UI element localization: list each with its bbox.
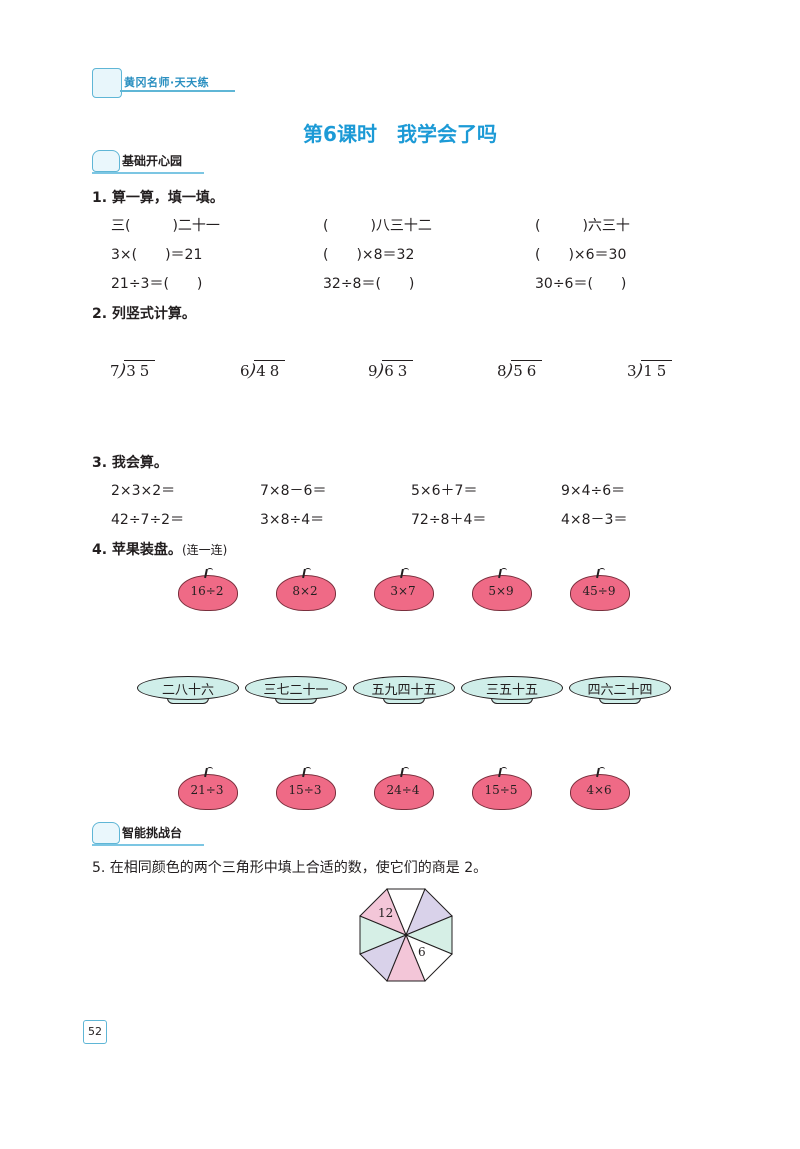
q3-cell: 7×8－6＝ — [260, 483, 327, 499]
plate[interactable]: 三五十五 — [461, 676, 563, 704]
q1-cell: ( )六三十 — [535, 218, 630, 234]
apple-label: 24÷4 — [386, 783, 420, 797]
plate[interactable]: 二八十六 — [137, 676, 239, 704]
apple-label: 4×6 — [586, 783, 612, 797]
apple-label: 15÷5 — [484, 783, 518, 797]
apple[interactable]: 15÷5 — [472, 767, 532, 810]
q1-cell: ( )×8＝32 — [323, 247, 415, 263]
q3-label: 3. 我会算。 — [92, 455, 168, 471]
plate-label: 三七二十一 — [263, 683, 329, 698]
section-challenge-label: 智能挑战台 — [122, 826, 183, 840]
octagon-number: 12 — [378, 906, 393, 920]
long-division: 8)56 — [497, 360, 543, 381]
long-division: 7)35 — [110, 360, 156, 381]
apple-label: 45÷9 — [582, 584, 616, 598]
apple-label: 16÷2 — [190, 584, 224, 598]
page-title: 第6课时 我学会了吗 — [303, 122, 497, 146]
plate[interactable]: 四六二十四 — [569, 676, 671, 704]
octagon-number: 6 — [418, 945, 426, 959]
brand-underline — [120, 90, 235, 92]
apple-label: 8×2 — [292, 584, 318, 598]
dividend: 15 — [641, 360, 673, 380]
plate[interactable]: 三七二十一 — [245, 676, 347, 704]
dividend: 63 — [382, 360, 414, 380]
plate[interactable]: 五九四十五 — [353, 676, 455, 704]
q5-label: 5. 在相同颜色的两个三角形中填上合适的数，使它们的商是 2。 — [92, 860, 488, 876]
q3-cell: 72÷8＋4＝ — [411, 512, 487, 528]
brand-text: 黄冈名师·天天练 — [124, 76, 210, 89]
section-basic-label: 基础开心园 — [122, 154, 183, 168]
apple-label: 3×7 — [390, 584, 416, 598]
long-division: 3)15 — [627, 360, 673, 381]
q1-cell: 32÷8＝( ) — [323, 276, 415, 292]
q1-cell: ( )×6＝30 — [535, 247, 627, 263]
q3-cell: 2×3×2＝ — [111, 483, 176, 499]
plate-label: 四六二十四 — [587, 683, 653, 698]
q2-label: 2. 列竖式计算。 — [92, 306, 196, 322]
octagon-diagram: 12 6 — [359, 888, 453, 982]
apple[interactable]: 24÷4 — [374, 767, 434, 810]
page-number: 52 — [83, 1020, 107, 1044]
divisor: 8 — [497, 362, 507, 380]
apple[interactable]: 45÷9 — [570, 568, 630, 611]
q1-label: 1. 算一算，填一填。 — [92, 190, 224, 206]
plate-label: 三五十五 — [485, 683, 538, 698]
apple[interactable]: 16÷2 — [178, 568, 238, 611]
apple[interactable]: 15÷3 — [276, 767, 336, 810]
q1-cell: ( )八三十二 — [323, 218, 432, 234]
bear-icon — [92, 822, 120, 844]
apple[interactable]: 4×6 — [570, 767, 630, 810]
q3-cell: 5×6＋7＝ — [411, 483, 478, 499]
apple[interactable]: 3×7 — [374, 568, 434, 611]
q1-cell: 21÷3＝( ) — [111, 276, 203, 292]
apple-label: 15÷3 — [288, 783, 322, 797]
triangle-pink[interactable] — [359, 888, 407, 936]
dividend: 35 — [124, 360, 156, 380]
q4-note: (连一连) — [181, 543, 228, 557]
long-division: 9)63 — [368, 360, 414, 381]
apple[interactable]: 5×9 — [472, 568, 532, 611]
dividend: 56 — [511, 360, 543, 380]
dividend: 48 — [254, 360, 286, 380]
long-division: 6)48 — [240, 360, 286, 381]
section-underline — [92, 844, 204, 846]
q4-label: 4. 苹果装盘。(连一连) — [92, 539, 227, 559]
q3-cell: 9×4÷6＝ — [561, 483, 626, 499]
divisor: 6 — [240, 362, 250, 380]
q1-cell: 三( )二十一 — [111, 218, 220, 234]
apple[interactable]: 8×2 — [276, 568, 336, 611]
apple-label: 21÷3 — [190, 783, 224, 797]
q3-cell: 42÷7÷2＝ — [111, 512, 185, 528]
plate-label: 二八十六 — [161, 683, 214, 698]
section-underline — [92, 172, 204, 174]
q4-title: 4. 苹果装盘。 — [92, 542, 182, 558]
brand-logo-icon — [92, 68, 122, 98]
apple[interactable]: 21÷3 — [178, 767, 238, 810]
bear-icon — [92, 150, 120, 172]
divisor: 3 — [627, 362, 637, 380]
divisor: 9 — [368, 362, 378, 380]
q3-cell: 3×8÷4＝ — [260, 512, 325, 528]
q3-cell: 4×8－3＝ — [561, 512, 628, 528]
apple-label: 5×9 — [488, 584, 514, 598]
divisor: 7 — [110, 362, 120, 380]
q1-cell: 30÷6＝( ) — [535, 276, 627, 292]
q1-cell: 3×( )＝21 — [111, 247, 203, 263]
plate-label: 五九四十五 — [371, 683, 437, 698]
